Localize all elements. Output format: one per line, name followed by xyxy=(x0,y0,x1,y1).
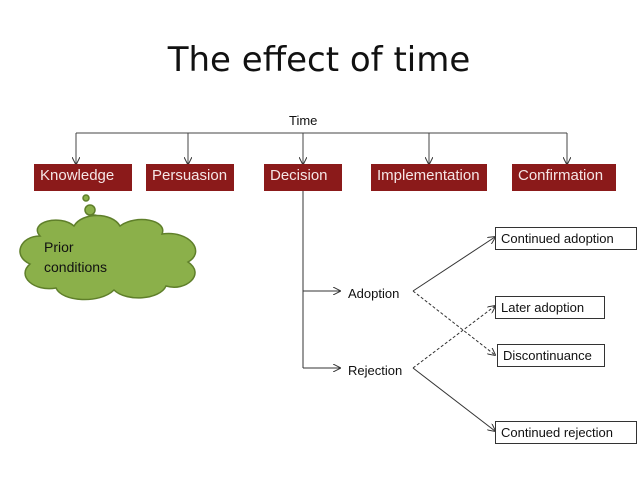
outcome-discontinuance: Discontinuance xyxy=(497,344,605,367)
outcome-continued-adoption: Continued adoption xyxy=(495,227,637,250)
stage-persuasion: Persuasion xyxy=(146,164,234,191)
outcome-arrows xyxy=(412,237,495,431)
stage-implementation: Implementation xyxy=(371,164,487,191)
time-label: Time xyxy=(289,113,318,128)
outcome-later-adoption: Later adoption xyxy=(495,296,605,319)
decision-branch-lines xyxy=(302,190,340,368)
time-bracket xyxy=(76,132,567,164)
adoption-label: Adoption xyxy=(348,286,400,301)
stage-decision: Decision xyxy=(264,164,342,191)
rejection-label: Rejection xyxy=(348,363,403,378)
stage-confirmation: Confirmation xyxy=(512,164,616,191)
page-title: The effect of time xyxy=(167,40,471,80)
thought-cloud-shape xyxy=(19,194,197,301)
outcome-continued-rejection: Continued rejection xyxy=(495,421,637,444)
prior-conditions-label: Prior conditions xyxy=(44,239,108,275)
stage-knowledge: Knowledge xyxy=(34,164,132,191)
